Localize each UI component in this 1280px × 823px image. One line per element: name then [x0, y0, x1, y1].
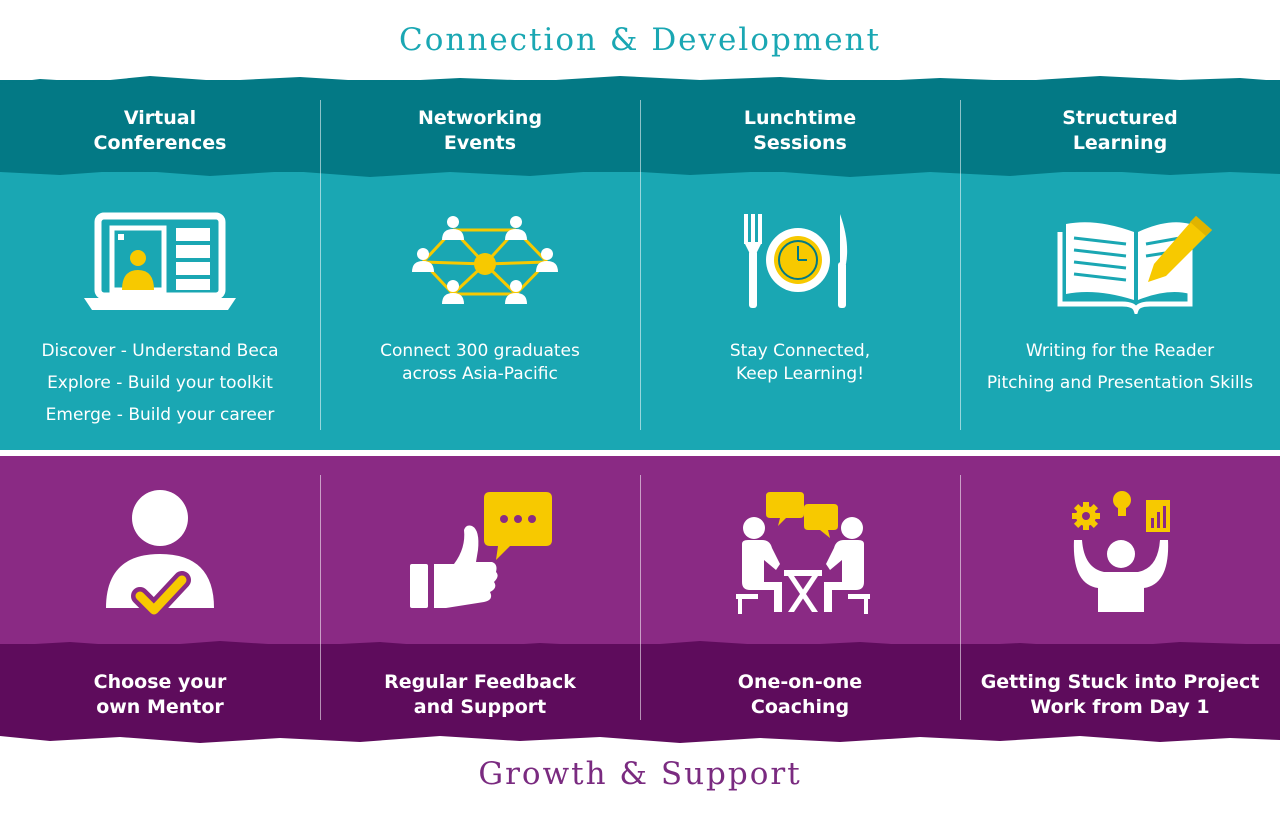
coaching-conversation-icon	[736, 492, 870, 614]
connection-divider-3	[960, 100, 961, 430]
connection-divider-1	[320, 100, 321, 430]
networking-events-heading: Networking Events	[417, 107, 543, 154]
virtual-conferences-description: Discover - Understand Beca Explore - Bui…	[41, 341, 279, 425]
celebrating-person-icon	[1072, 491, 1170, 612]
one-on-one-coaching-heading: One-on-one Coaching	[737, 671, 863, 718]
structured-learning-description: Writing for the Reader Pitching and Pres…	[986, 341, 1254, 393]
thumbs-up-chat-icon	[410, 492, 552, 608]
laptop-video-call-icon	[84, 212, 236, 310]
lunch-clock-icon	[744, 214, 848, 308]
lunchtime-sessions-description: Stay Connected, Keep Learning!	[729, 341, 871, 384]
book-pencil-icon	[1057, 216, 1212, 314]
lunchtime-sessions-heading: Lunchtime Sessions	[743, 107, 857, 154]
teal-top-brush-edge	[0, 76, 1280, 86]
virtual-conferences-heading: Virtual Conferences	[93, 107, 227, 154]
top-title: Connection & Development	[399, 22, 881, 58]
choose-mentor-heading: Choose your own Mentor	[93, 671, 227, 718]
mentor-check-icon	[106, 490, 214, 619]
structured-learning-heading: Structured Learning	[1062, 107, 1178, 154]
growth-divider-3	[960, 475, 961, 720]
networking-events-description: Connect 300 graduates across Asia-Pacifi…	[380, 341, 580, 384]
project-work-heading: Getting Stuck into Project Work from Day…	[980, 671, 1260, 718]
network-people-icon	[412, 216, 558, 304]
growth-divider-2	[640, 475, 641, 720]
regular-feedback-heading: Regular Feedback and Support	[384, 671, 576, 718]
growth-divider-1	[320, 475, 321, 720]
bottom-title: Growth & Support	[478, 756, 802, 792]
connection-divider-2	[640, 100, 641, 430]
purple-bottom-brush-edge	[0, 732, 1280, 743]
